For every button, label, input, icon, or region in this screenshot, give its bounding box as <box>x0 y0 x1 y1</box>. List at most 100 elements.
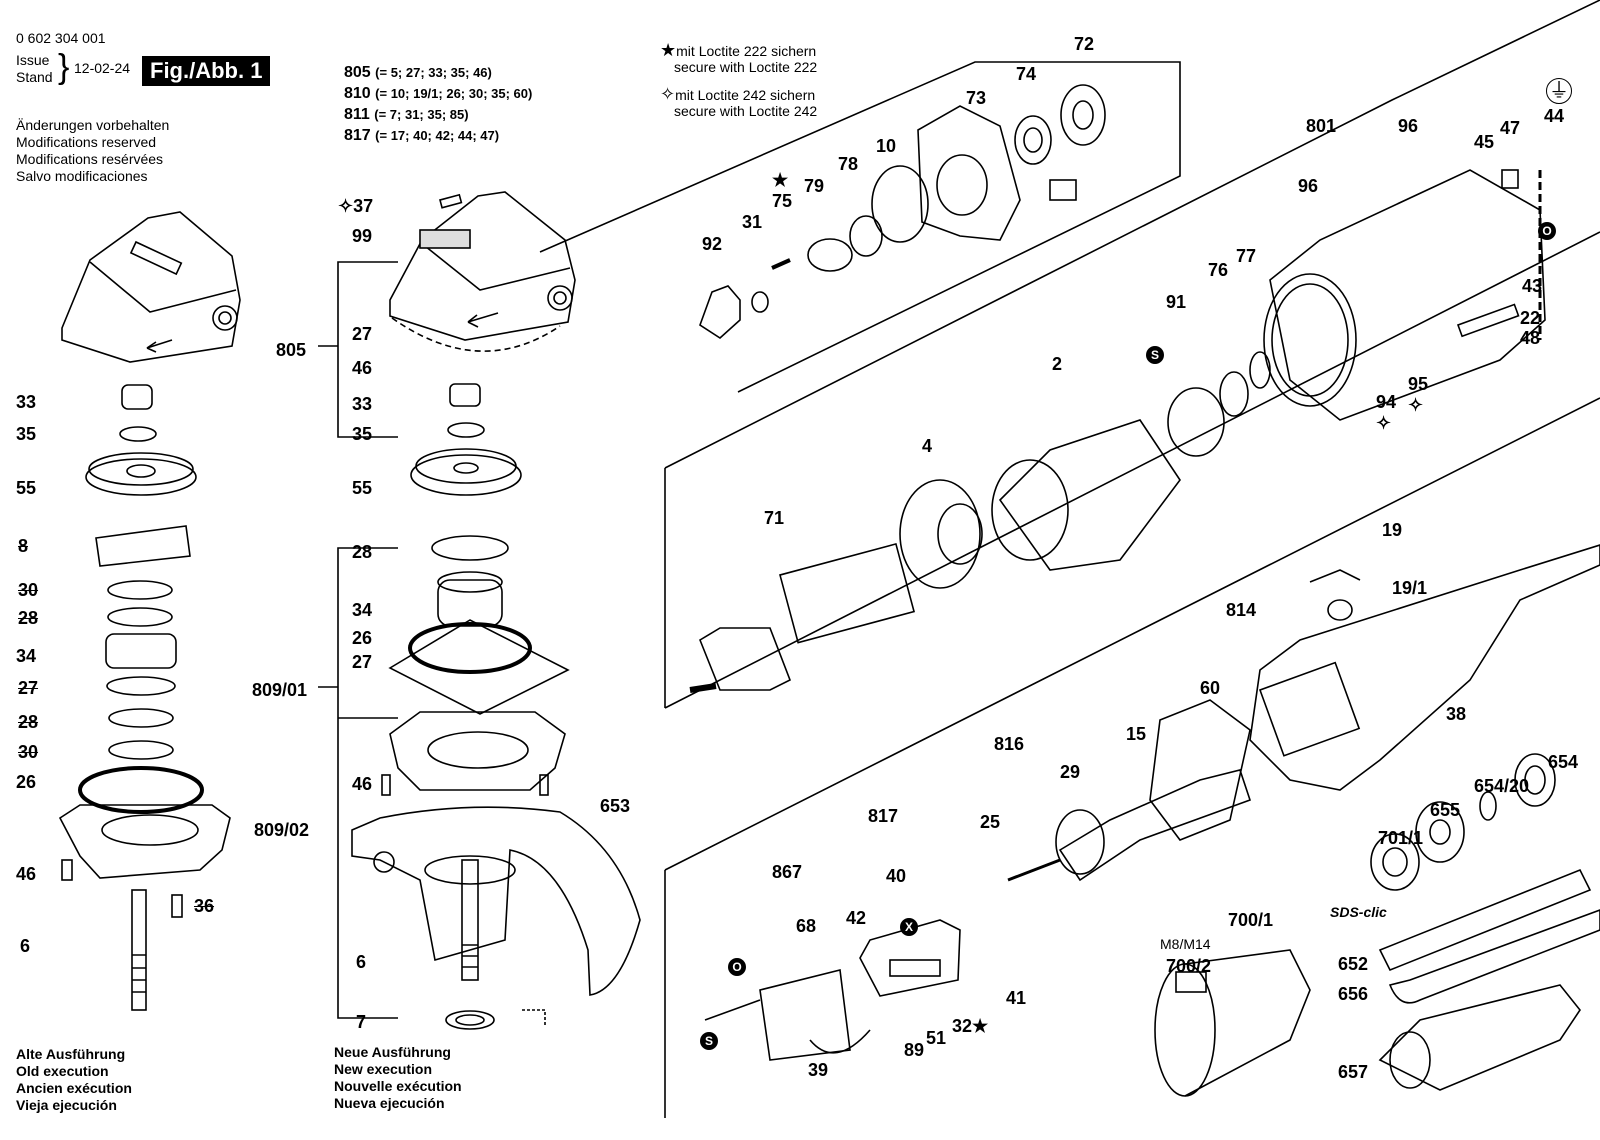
part-label: 700/2 <box>1166 956 1212 976</box>
part-label: 76 <box>1208 260 1229 280</box>
part-label: 33 <box>16 392 37 412</box>
part-label: 92 <box>702 234 723 254</box>
part-label: 30 <box>18 742 39 762</box>
accessory-parts <box>1154 753 1600 1097</box>
part-label: 27 <box>352 652 373 672</box>
part-label: 652 <box>1338 954 1369 974</box>
lubricant-s-symbol: S <box>700 1032 718 1050</box>
modifications-de: Änderungen vorbehalten <box>16 117 170 133</box>
kit-805: 805 (= 5; 27; 33; 35; 46) <box>344 64 492 81</box>
part-label: 19/1 <box>1392 578 1428 598</box>
part-label: 46 <box>352 358 373 378</box>
part-label: 814 <box>1226 600 1257 620</box>
ground-icon: ⏚ <box>1546 78 1572 104</box>
part-label: 94✧ <box>1376 392 1397 433</box>
part-label: 48 <box>1520 328 1541 348</box>
loctite-222: ★mit Loctite 222 sichern secure with Loc… <box>660 40 818 75</box>
part-label: 654 <box>1548 752 1579 772</box>
motor-row-parts <box>689 169 1546 693</box>
part-label: 27 <box>352 324 373 344</box>
part-label: 35 <box>16 424 37 444</box>
part-label: 72 <box>1074 34 1095 54</box>
figure-label: Fig./Abb. 1 <box>142 56 271 86</box>
part-label: 7 <box>356 1012 367 1032</box>
part-label: 43 <box>1522 276 1543 296</box>
part-label: 96 <box>1298 176 1319 196</box>
part-label: 35 <box>352 424 373 444</box>
modifications-es: Salvo modificaciones <box>16 168 148 184</box>
old-gear-housing <box>61 211 241 363</box>
part-label: 44 <box>1544 106 1565 126</box>
part-label: 28 <box>18 712 39 732</box>
part-label: 45 <box>1474 132 1495 152</box>
part-label: 47 <box>1500 118 1521 138</box>
part-label: 34 <box>352 600 373 620</box>
part-label: 28 <box>18 608 39 628</box>
part-label: 34 <box>16 646 37 666</box>
part-label: 38 <box>1446 704 1467 724</box>
handle-row-parts <box>704 544 1600 1061</box>
part-label: 33 <box>352 394 373 414</box>
part-label: M8/M14 <box>1160 936 1211 952</box>
motor-panel-bottom <box>664 231 1600 709</box>
part-label: 39 <box>808 1060 829 1080</box>
part-label: 68 <box>796 916 817 936</box>
part-label: 816 <box>994 734 1025 754</box>
part-label: 19 <box>1382 520 1403 540</box>
part-label: 55 <box>16 478 37 498</box>
loctite-242: ✧mit Loctite 242 sichern secure with Loc… <box>660 84 818 119</box>
part-label: 95✧ <box>1408 374 1429 415</box>
new-part-stack <box>351 383 641 1030</box>
part-label: 26 <box>352 628 373 648</box>
part-label: 28 <box>352 542 373 562</box>
stand-label: Stand <box>16 69 53 85</box>
part-label: 79 <box>804 176 825 196</box>
part-label: 36 <box>194 896 215 916</box>
new-gear-housing <box>389 191 576 352</box>
kit-list: 805 (= 5; 27; 33; 35; 46) 810 (= 10; 19/… <box>344 62 532 146</box>
part-label: 71 <box>764 508 785 528</box>
part-label: 41 <box>1006 988 1027 1008</box>
part-label: 31 <box>742 212 763 232</box>
top-panel-outline <box>539 61 1181 393</box>
part-label: 10 <box>876 136 897 156</box>
lubricant-x-symbol: X <box>900 918 918 936</box>
part-label: 657 <box>1338 1062 1369 1082</box>
issue-label: Issue <box>16 52 50 68</box>
lubricant-o-symbol: O <box>728 958 746 976</box>
old-part-stack <box>58 384 231 1011</box>
part-label: 6 <box>20 936 31 956</box>
part-label: 42 <box>846 908 867 928</box>
doc-number: 0 602 304 001 <box>16 30 106 46</box>
part-label: 32★ <box>952 1016 989 1036</box>
part-label: 701/1 <box>1378 828 1424 848</box>
part-label: 653 <box>600 796 631 816</box>
lubricant-o-symbol: O <box>1538 222 1556 240</box>
part-label: 8 <box>18 536 29 556</box>
part-label: 26 <box>16 772 37 792</box>
part-label: 30 <box>18 580 39 600</box>
brace: } <box>58 48 70 86</box>
part-label: 99 <box>352 226 373 246</box>
part-label: 700/1 <box>1228 910 1274 930</box>
part-label: 809/01 <box>252 680 308 700</box>
part-label: 6 <box>356 952 367 972</box>
part-label: 29 <box>1060 762 1081 782</box>
part-label: ✧37 <box>338 196 374 216</box>
part-label: 817 <box>868 806 899 826</box>
part-label: 15 <box>1126 724 1147 744</box>
part-label: 40 <box>886 866 907 886</box>
part-label: 74 <box>1016 64 1037 84</box>
part-label: ★75 <box>772 170 793 211</box>
part-label: 55 <box>352 478 373 498</box>
part-label: 96 <box>1398 116 1419 136</box>
part-label: 805 <box>276 340 307 360</box>
part-label: 801 <box>1306 116 1337 136</box>
bracket-809-01 <box>337 547 398 1019</box>
lubricant-s-symbol: S <box>1146 346 1164 364</box>
top-row-parts <box>699 84 1106 340</box>
part-label: 73 <box>966 88 987 108</box>
part-label: 656 <box>1338 984 1369 1004</box>
part-label: 809/02 <box>254 820 310 840</box>
